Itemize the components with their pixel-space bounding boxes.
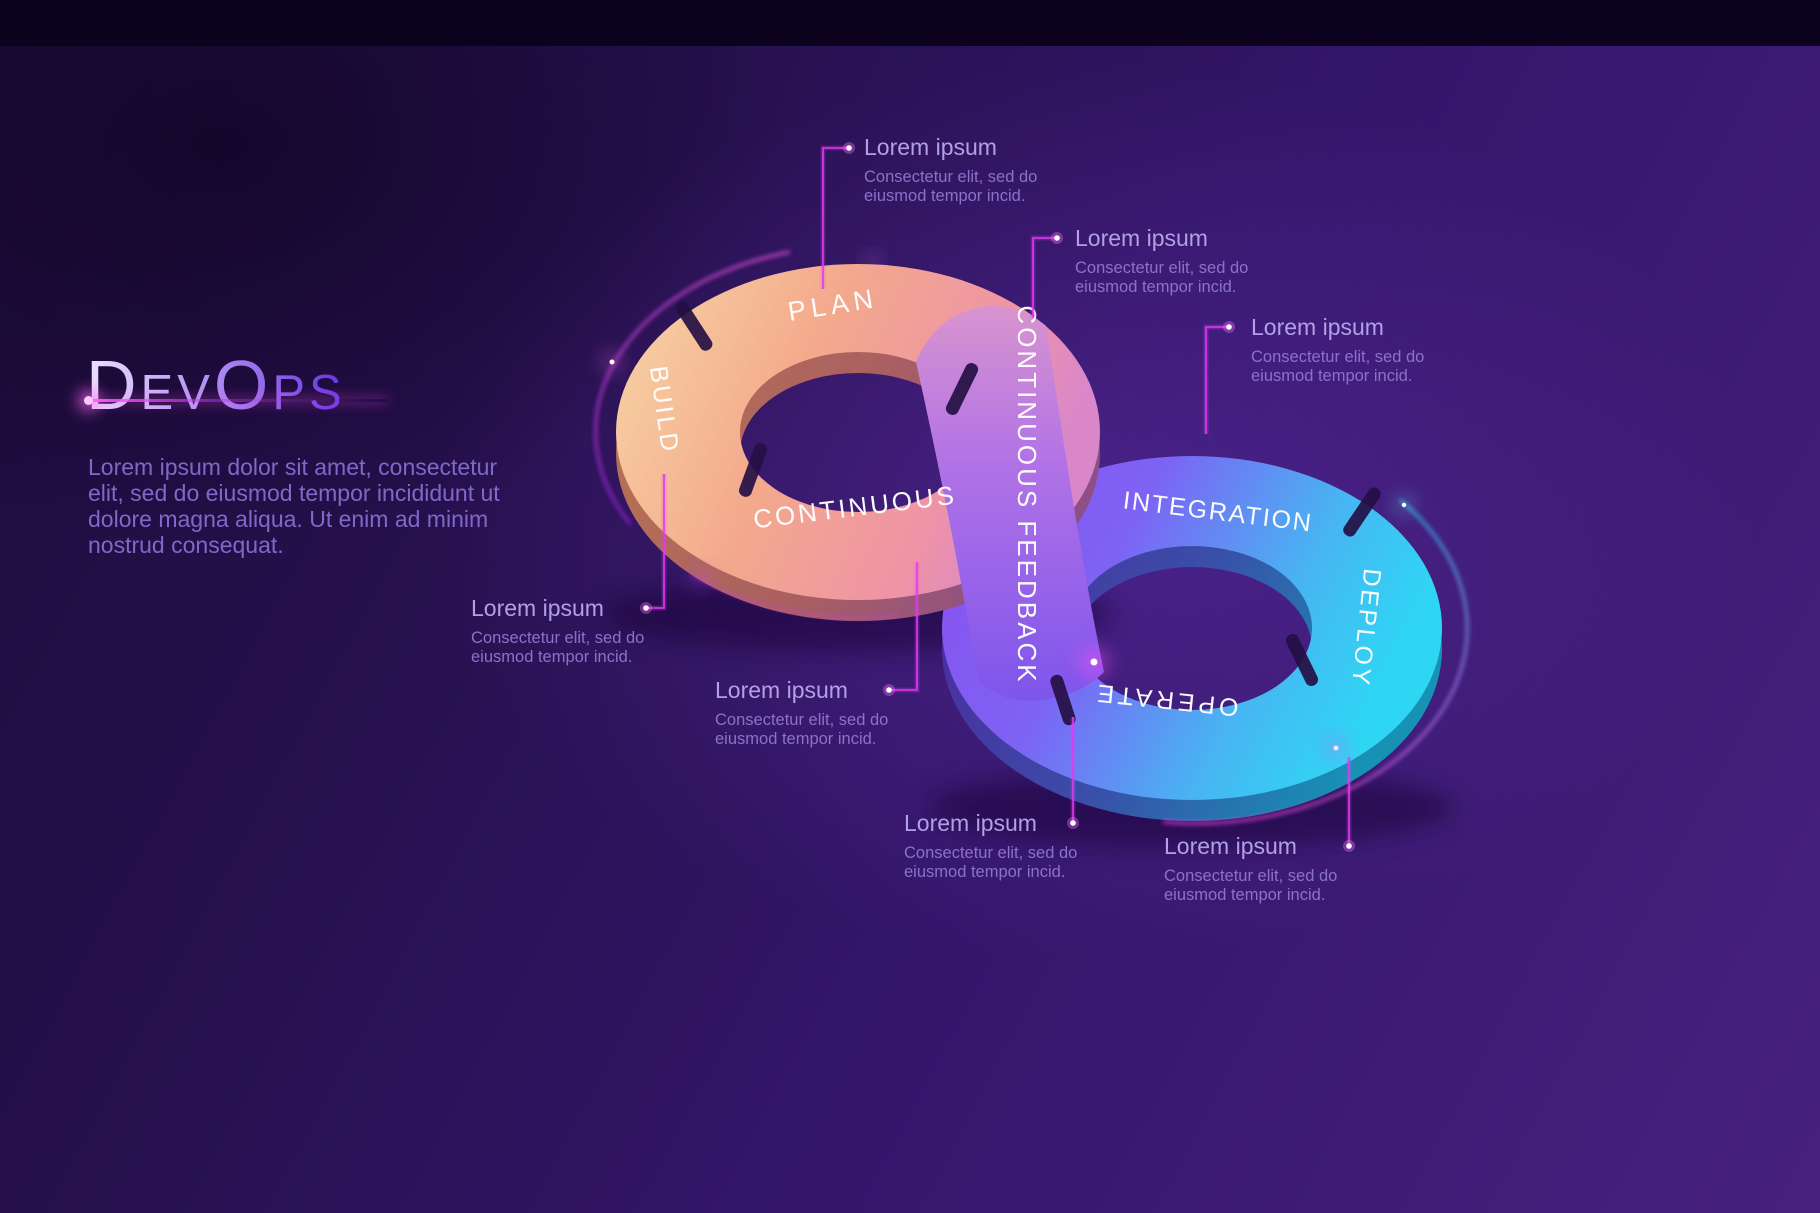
callout-dots [640, 142, 1355, 852]
callout-line [646, 474, 665, 609]
callout-line [822, 147, 849, 289]
sparkle-core [609, 359, 615, 365]
callout: Lorem ipsum Consectetur elit, sed do eiu… [1164, 833, 1356, 905]
sparkle-core [1090, 658, 1098, 666]
callout-description: Consectetur elit, sed do eiusmod tempor … [864, 168, 1038, 205]
callout-dot [1067, 817, 1079, 829]
page-title: DevOps [86, 345, 346, 424]
callout: Lorem ipsum Consectetur elit, sed do eiu… [864, 134, 1056, 206]
segment-dividers [675, 301, 1381, 726]
callout-title: Lorem ipsum [864, 134, 997, 160]
title-underline [84, 396, 388, 405]
callout-description: Consectetur elit, sed do eiusmod tempor … [1251, 348, 1425, 385]
segment-divider [945, 363, 979, 415]
sparkle-core [1333, 745, 1339, 751]
feedback-ribbon [916, 306, 1104, 701]
callout-description: Consectetur elit, sed do eiusmod tempor … [471, 629, 645, 666]
callout-description: Consectetur elit, sed do eiusmod tempor … [1164, 867, 1338, 904]
sparkles [603, 256, 1412, 757]
callout-line [1205, 326, 1229, 434]
callout: Lorem ipsum Consectetur elit, sed do eiu… [1075, 225, 1267, 297]
callout: Lorem ipsum Consectetur elit, sed do eiu… [471, 595, 663, 667]
intro-paragraph: Lorem ipsum dolor sit amet, consectetur … [88, 454, 500, 558]
callout-line [889, 562, 918, 691]
callout-title: Lorem ipsum [904, 810, 1037, 836]
glow-arc-right [1162, 499, 1469, 825]
callout-title: Lorem ipsum [1251, 314, 1384, 340]
top-dark-strip [0, 0, 1820, 46]
glow-arc-left-bottom [689, 573, 901, 619]
callout-description: Consectetur elit, sed do eiusmod tempor … [715, 711, 889, 748]
sparkle-core [1401, 502, 1407, 508]
callout: Lorem ipsum Consectetur elit, sed do eiu… [904, 810, 1096, 882]
segment-divider [1050, 674, 1076, 726]
callout-dot [640, 602, 652, 614]
segment-label-continuous-feedback: CONTINUOUS FEEDBACK [1012, 305, 1042, 684]
callout-description: Consectetur elit, sed do eiusmod tempor … [904, 844, 1078, 881]
callout-lines [646, 147, 1350, 846]
sparkle [866, 256, 878, 268]
segment-divider [675, 301, 713, 351]
callout-title: Lorem ipsum [1075, 225, 1208, 251]
callout-dot [843, 142, 855, 154]
segment-divider [1343, 487, 1381, 537]
segment-divider [739, 443, 767, 497]
callout-line [1032, 237, 1057, 318]
callout: Lorem ipsum Consectetur elit, sed do eiu… [1251, 314, 1443, 386]
callout-dot [1051, 232, 1063, 244]
callout-dot [883, 684, 895, 696]
callout: Lorem ipsum Consectetur elit, sed do eiu… [715, 677, 907, 749]
callout-description: Consectetur elit, sed do eiusmod tempor … [1075, 259, 1249, 296]
callout-title: Lorem ipsum [471, 595, 604, 621]
callout-title: Lorem ipsum [715, 677, 848, 703]
segment-divider [1285, 634, 1319, 686]
callout-dot [1343, 840, 1355, 852]
sparkle [691, 569, 709, 587]
callout-title: Lorem ipsum [1164, 833, 1297, 859]
callout-dot [1223, 321, 1235, 333]
